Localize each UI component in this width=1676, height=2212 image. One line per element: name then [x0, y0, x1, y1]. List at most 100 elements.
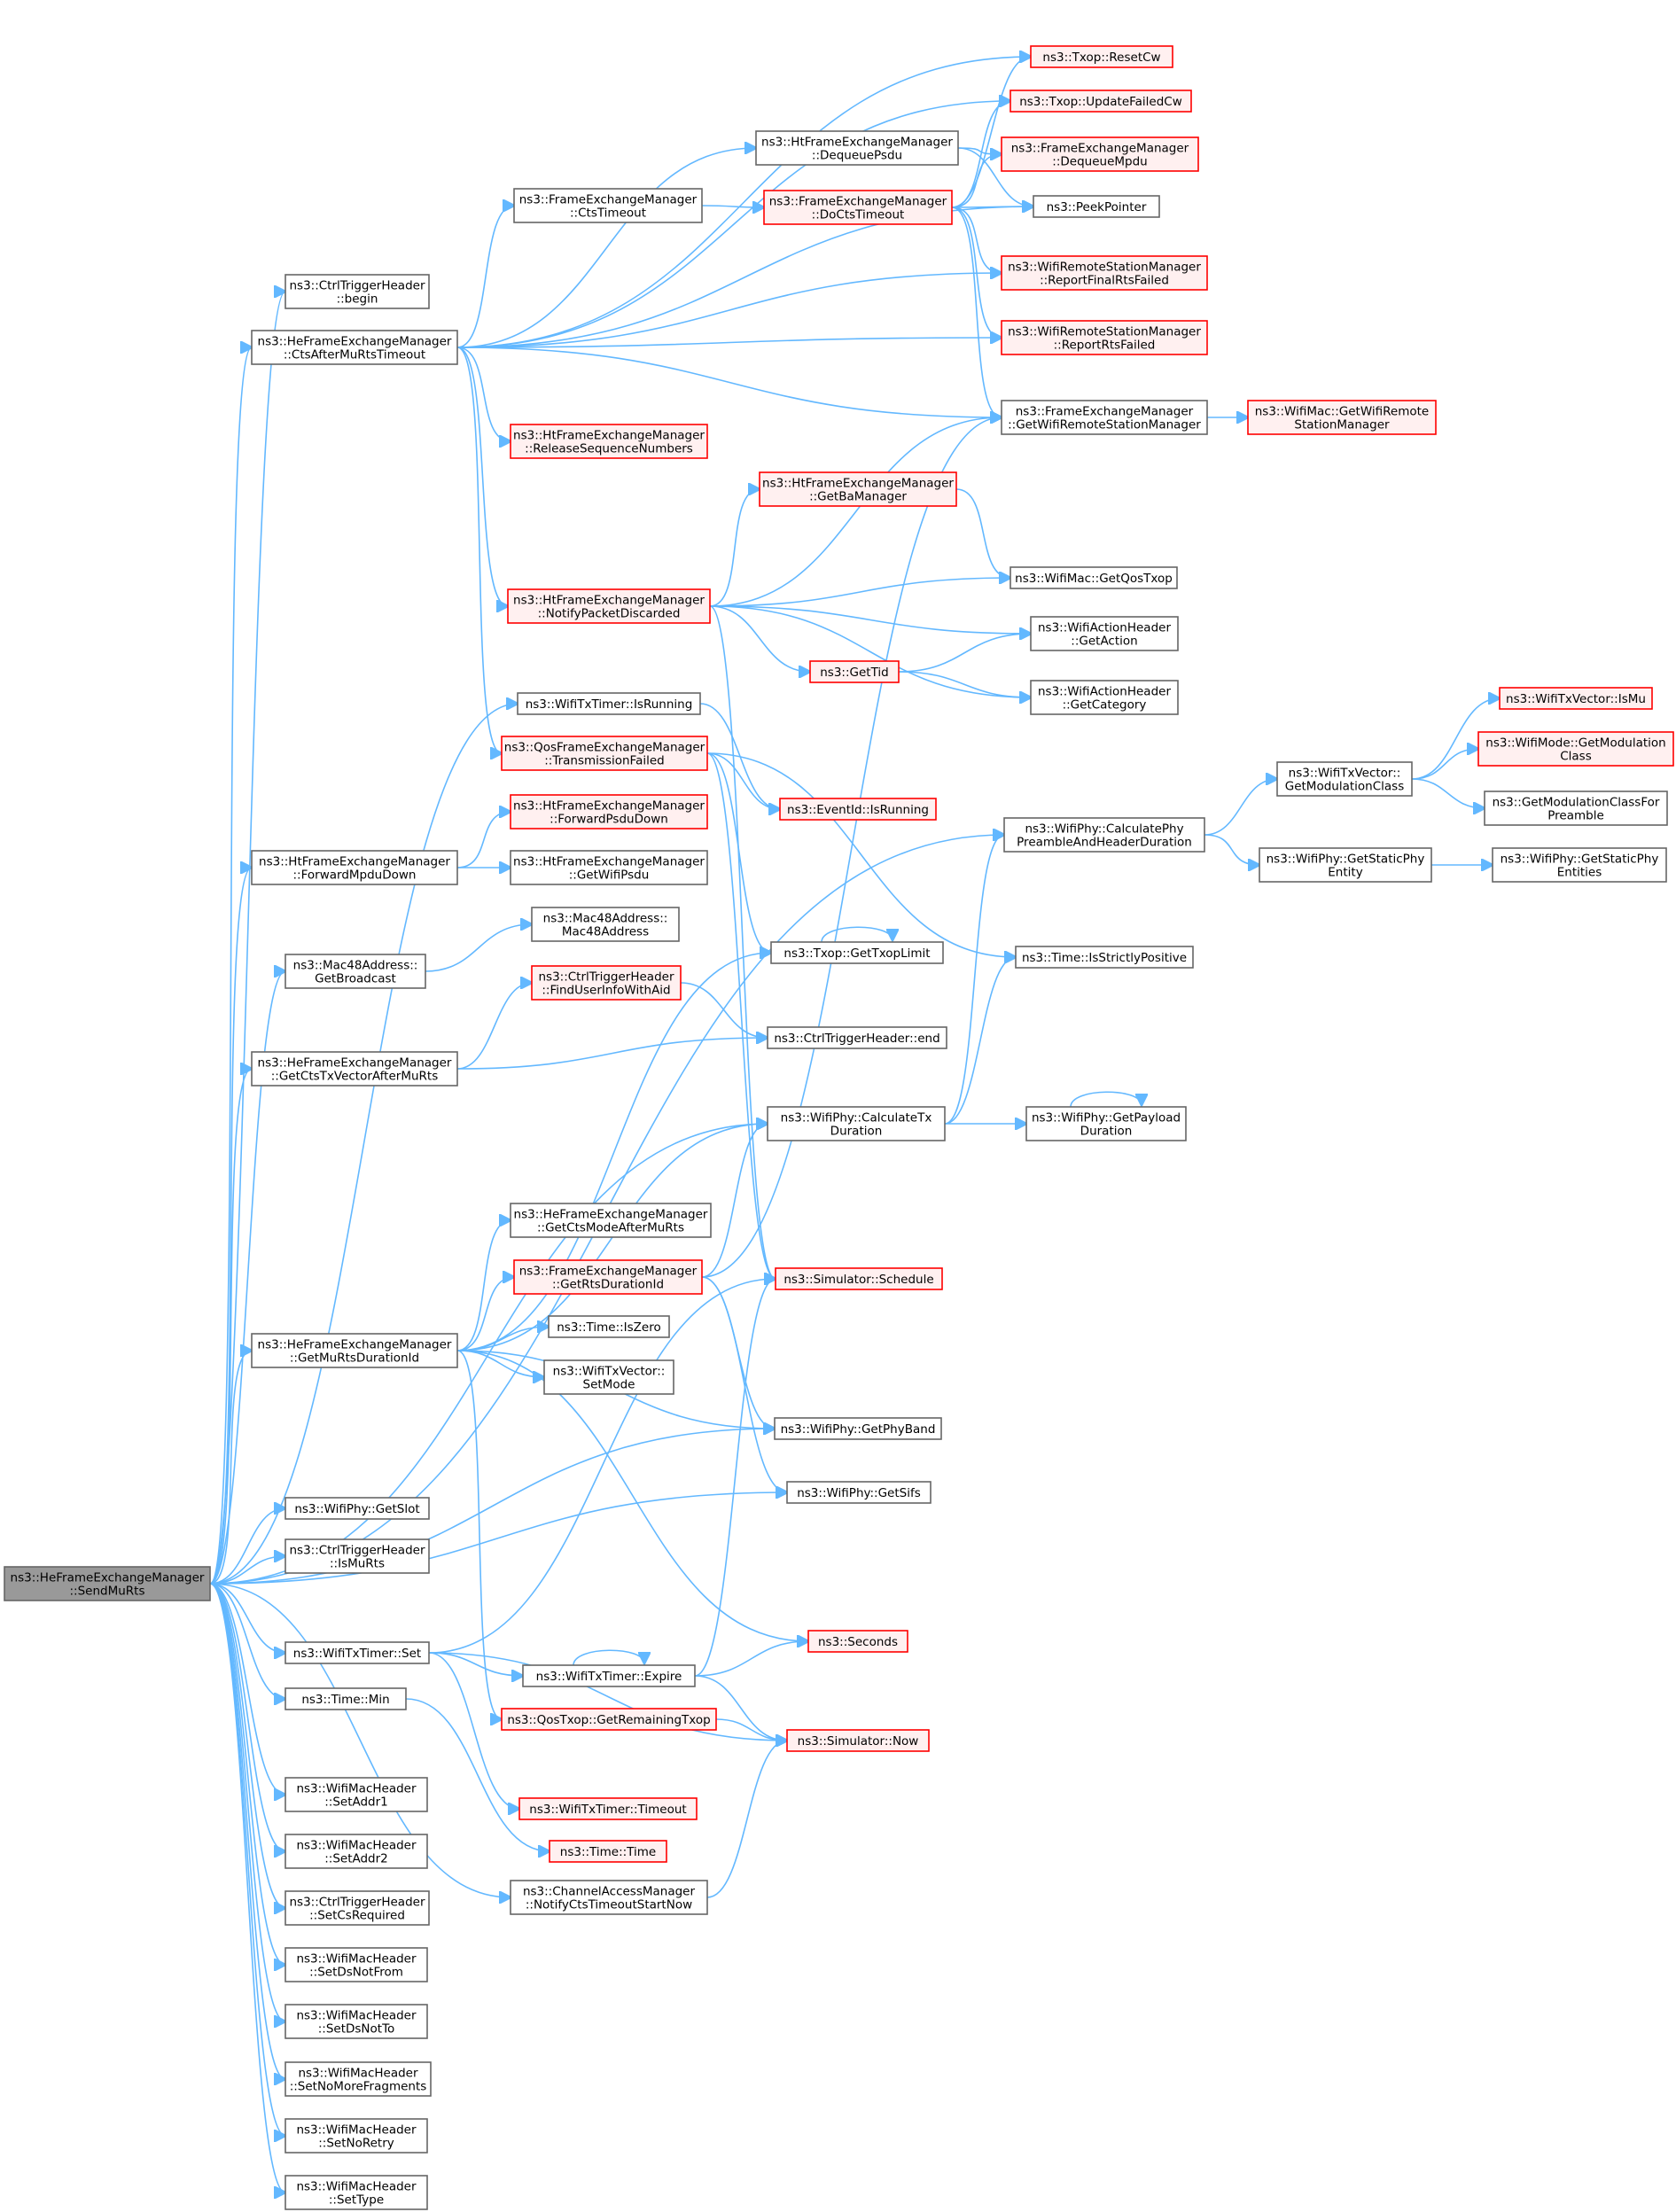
node-label: ns3::QosFrameExchangeManager — [504, 741, 705, 755]
node-label: ns3::HtFrameExchangeManager — [513, 429, 705, 443]
node-qostxop-remaining[interactable]: ns3::QosTxop::GetRemainingTxop — [501, 1708, 717, 1731]
node-seconds[interactable]: ns3::Seconds — [807, 1630, 908, 1653]
node-he-getctstxvector[interactable]: ns3::HeFrameExchangeManager::GetCtsTxVec… — [251, 1051, 458, 1087]
node-txtimer-isrunning[interactable]: ns3::WifiTxTimer::IsRunning — [517, 692, 701, 715]
node-label: ::GetMuRtsDurationId — [290, 1351, 419, 1366]
node-label: ::ReportFinalRtsFailed — [1040, 274, 1169, 288]
node-label: ::SetDsNotFrom — [309, 1966, 403, 1980]
node-phy-getphyband[interactable]: ns3::WifiPhy::GetPhyBand — [774, 1417, 942, 1440]
node-box — [767, 1106, 946, 1141]
node-ctrl-begin[interactable]: ns3::CtrlTriggerHeader::begin — [285, 274, 430, 309]
node-ht-forwardpsdudown[interactable]: ns3::HtFrameExchangeManager::ForwardPsdu… — [510, 794, 708, 830]
node-sim-schedule[interactable]: ns3::Simulator::Schedule — [775, 1267, 943, 1290]
node-ctrl-end[interactable]: ns3::CtrlTriggerHeader::end — [767, 1026, 947, 1049]
node-box — [1484, 791, 1668, 826]
node-peekpointer[interactable]: ns3::PeekPointer — [1033, 195, 1160, 218]
node-txop-updatefailedcw[interactable]: ns3::Txop::UpdateFailedCw — [1009, 90, 1192, 113]
node-label: ns3::Txop::UpdateFailedCw — [1019, 95, 1182, 109]
node-he-getctsmode[interactable]: ns3::HeFrameExchangeManager::GetCtsModeA… — [510, 1203, 712, 1238]
node-cts-after[interactable]: ns3::HeFrameExchangeManager::CtsAfterMuR… — [251, 330, 458, 365]
node-box — [548, 1315, 670, 1338]
node-wmh-setaddr2[interactable]: ns3::WifiMacHeader::SetAddr2 — [285, 1834, 428, 1869]
node-fem-getwrsm[interactable]: ns3::FrameExchangeManager::GetWifiRemote… — [1001, 400, 1208, 435]
node-mac48-getbroadcast[interactable]: ns3::Mac48Address::GetBroadcast — [285, 954, 426, 989]
node-box — [1015, 946, 1194, 969]
node-root[interactable]: ns3::HeFrameExchangeManager::SendMuRts — [4, 1566, 211, 1601]
node-txop-resetcw[interactable]: ns3::Txop::ResetCw — [1030, 45, 1173, 68]
node-eventid-isrunning[interactable]: ns3::EventId::IsRunning — [779, 798, 937, 821]
node-wmh-setdsnotfrom[interactable]: ns3::WifiMacHeader::SetDsNotFrom — [285, 1947, 428, 1982]
node-ht-forwardmpdudown[interactable]: ns3::HtFrameExchangeManager::ForwardMpdu… — [251, 850, 458, 885]
node-box — [510, 424, 708, 459]
node-ctrl-ismurts[interactable]: ns3::CtrlTriggerHeader::IsMuRts — [285, 1538, 430, 1574]
node-phy-calcpreamble[interactable]: ns3::WifiPhy::CalculatePhyPreambleAndHea… — [1003, 817, 1205, 853]
node-time-isstrictlypos[interactable]: ns3::Time::IsStrictlyPositive — [1015, 946, 1194, 969]
node-wmh-setnoretry[interactable]: ns3::WifiMacHeader::SetNoRetry — [285, 2118, 428, 2154]
edge-txtimer_set-to-txtimer_timeout — [428, 1652, 519, 1809]
node-box — [531, 907, 680, 942]
node-box — [1033, 195, 1160, 218]
node-ctrl-finduser[interactable]: ns3::CtrlTriggerHeader::FindUserInfoWith… — [531, 965, 682, 1001]
node-time-iszero[interactable]: ns3::Time::IsZero — [548, 1315, 670, 1338]
node-ht-getwifipsdu[interactable]: ns3::HtFrameExchangeManager::GetWifiPsdu — [510, 850, 708, 885]
node-label: ns3::Simulator::Schedule — [783, 1273, 933, 1287]
node-txvec-ismu[interactable]: ns3::WifiTxVector::IsMu — [1499, 687, 1653, 710]
node-box — [755, 130, 959, 166]
node-txtimer-timeout[interactable]: ns3::WifiTxTimer::Timeout — [518, 1797, 698, 1820]
edge-txtimer_set-to-sim_schedule — [428, 1279, 776, 1654]
node-fem-ctstimeout[interactable]: ns3::FrameExchangeManager::CtsTimeout — [513, 188, 703, 223]
node-mac-getwrsm[interactable]: ns3::WifiMac::GetWifiRemoteStationManage… — [1247, 400, 1437, 435]
node-wmh-setnomorefrag[interactable]: ns3::WifiMacHeader::SetNoMoreFragments — [285, 2061, 432, 2097]
node-wrsm-reportfinal[interactable]: ns3::WifiRemoteStationManager::ReportFin… — [1001, 255, 1208, 291]
node-box — [1009, 566, 1178, 589]
node-gettid[interactable]: ns3::GetTid — [809, 660, 900, 683]
node-box — [1259, 847, 1432, 883]
node-box — [285, 1497, 430, 1520]
node-ht-releaseseq[interactable]: ns3::HtFrameExchangeManager::ReleaseSequ… — [510, 424, 708, 459]
node-box — [285, 954, 426, 989]
node-txvec-getmodclass[interactable]: ns3::WifiTxVector::GetModulationClass — [1276, 761, 1413, 797]
node-wmh-setaddr1[interactable]: ns3::WifiMacHeader::SetAddr1 — [285, 1777, 428, 1812]
node-cam-notifycts[interactable]: ns3::ChannelAccessManager::NotifyCtsTime… — [510, 1880, 708, 1915]
node-ht-getba[interactable]: ns3::HtFrameExchangeManager::GetBaManage… — [759, 471, 957, 507]
node-label: Duration — [830, 1125, 883, 1139]
node-label: ns3::WifiTxVector::IsMu — [1506, 692, 1646, 706]
edge-cts_after-to-ht_dequeuepsdu — [456, 148, 756, 348]
node-label: ::GetWifiRemoteStationManager — [1008, 418, 1201, 432]
node-time-min[interactable]: ns3::Time::Min — [285, 1687, 407, 1710]
node-qos-txfailed[interactable]: ns3::QosFrameExchangeManager::Transmissi… — [501, 736, 708, 771]
node-wah-getaction[interactable]: ns3::WifiActionHeader::GetAction — [1030, 616, 1179, 651]
node-label: ns3::Mac48Address:: — [293, 959, 418, 973]
node-ctrl-setcsreq[interactable]: ns3::CtrlTriggerHeader::SetCsRequired — [285, 1890, 430, 1926]
node-ht-notifydiscard[interactable]: ns3::HtFrameExchangeManager::NotifyPacke… — [507, 588, 711, 624]
node-time-time[interactable]: ns3::Time::Time — [549, 1840, 667, 1863]
node-mac-getqostxop[interactable]: ns3::WifiMac::GetQosTxop — [1009, 566, 1178, 589]
node-txtimer-set[interactable]: ns3::WifiTxTimer::Set — [285, 1641, 430, 1664]
node-txvec-setmode[interactable]: ns3::WifiTxVector::SetMode — [543, 1359, 674, 1395]
node-ht-dequeuepsdu[interactable]: ns3::HtFrameExchangeManager::DequeuePsdu — [755, 130, 959, 166]
node-fem-getrtsdur[interactable]: ns3::FrameExchangeManager::GetRtsDuratio… — [513, 1259, 703, 1295]
node-phy-getslot[interactable]: ns3::WifiPhy::GetSlot — [285, 1497, 430, 1520]
node-label: ns3::HtFrameExchangeManager — [762, 477, 954, 491]
node-wah-getcategory[interactable]: ns3::WifiActionHeader::GetCategory — [1030, 680, 1179, 715]
node-fem-docts[interactable]: ns3::FrameExchangeManager::DoCtsTimeout — [763, 190, 953, 225]
node-fem-dequeuempdu[interactable]: ns3::FrameExchangeManager::DequeueMpdu — [1001, 136, 1199, 172]
node-txop-gettxoplimit[interactable]: ns3::Txop::GetTxopLimit — [770, 941, 944, 964]
node-he-getmurtsdur[interactable]: ns3::HeFrameExchangeManager::GetMuRtsDur… — [251, 1333, 458, 1368]
node-txtimer-expire[interactable]: ns3::WifiTxTimer::Expire — [522, 1664, 696, 1687]
node-wmh-setdsnotto[interactable]: ns3::WifiMacHeader::SetDsNotTo — [285, 2004, 428, 2039]
node-label: ::SetNoRetry — [318, 2137, 394, 2151]
node-wrsm-reportrts[interactable]: ns3::WifiRemoteStationManager::ReportRts… — [1001, 320, 1208, 355]
node-wmh-settype[interactable]: ns3::WifiMacHeader::SetType — [285, 2175, 428, 2210]
node-mac48-ctor[interactable]: ns3::Mac48Address::Mac48Address — [531, 907, 680, 942]
node-sim-now[interactable]: ns3::Simulator::Now — [786, 1729, 930, 1752]
node-label: ns3::WifiTxVector:: — [553, 1365, 666, 1379]
node-mode-getmodclass[interactable]: ns3::WifiMode::GetModulationClass — [1477, 731, 1674, 767]
edge-he_getmurtsdur-to-fem_getrtsdur — [456, 1277, 514, 1351]
node-phy-getsifs[interactable]: ns3::WifiPhy::GetSifs — [786, 1481, 932, 1504]
